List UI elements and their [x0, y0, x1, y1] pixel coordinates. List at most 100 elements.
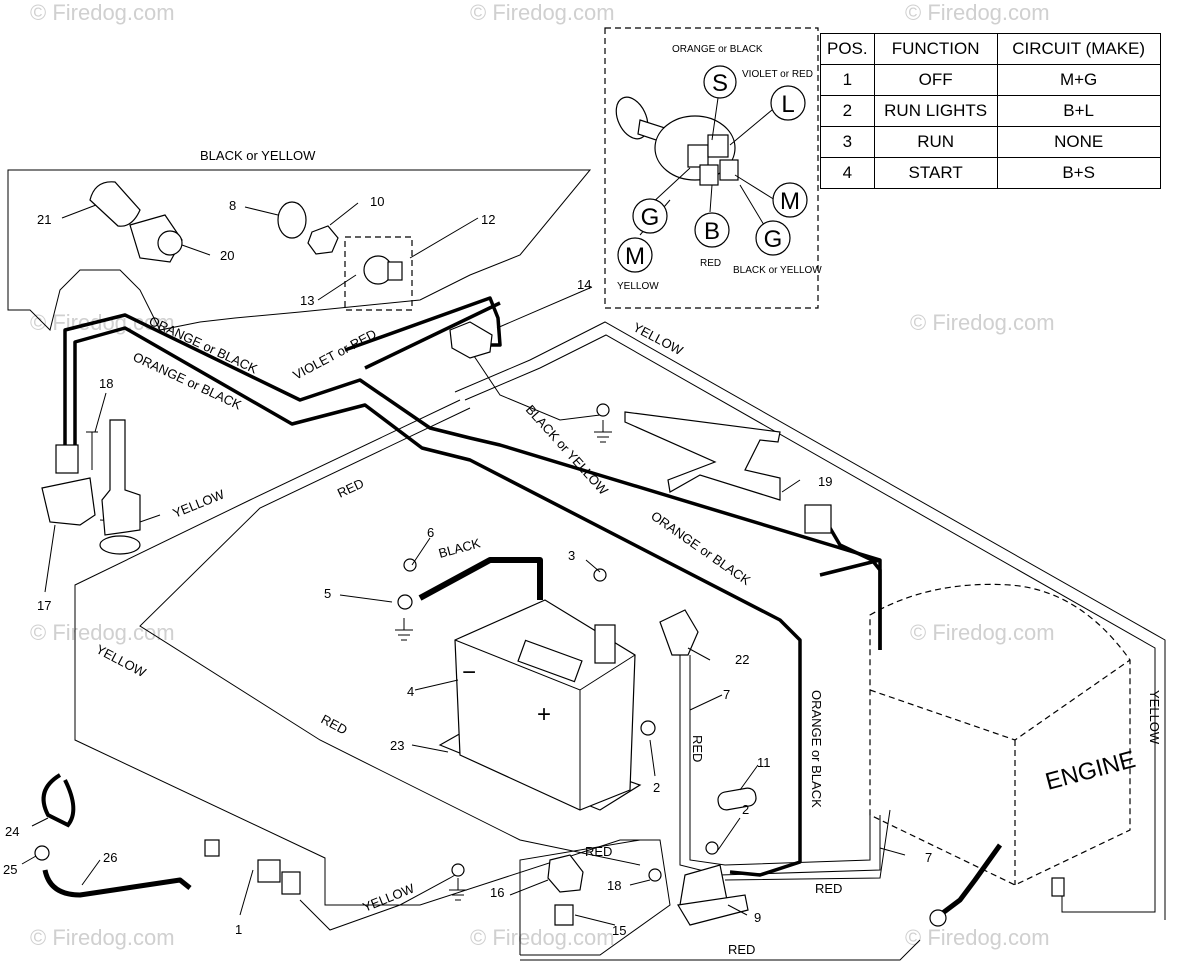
clamp-25-icon: [34, 845, 50, 861]
part-number: 3: [568, 548, 575, 563]
caption-red: RED: [700, 258, 721, 269]
key-switch-lug: [387, 261, 403, 281]
terminal-m: [617, 237, 653, 273]
header-circuit: CIRCUIT (MAKE): [996, 33, 1161, 65]
part-number: 12: [481, 212, 495, 227]
part-number: 5: [324, 586, 331, 601]
post-base: [99, 535, 141, 555]
switch-lug: [719, 159, 739, 181]
wire-label: YELLOW: [94, 641, 150, 680]
part-number: 17: [37, 598, 51, 613]
terminal-b: [694, 212, 730, 248]
wire-label: BLACK or YELLOW: [523, 402, 612, 498]
part-number: 8: [229, 198, 236, 213]
part-number: 7: [723, 687, 730, 702]
terminal-l-label: L: [781, 91, 794, 118]
connector-1b-icon: [281, 871, 301, 895]
caption-orange-black: ORANGE or BLACK: [672, 44, 763, 55]
header-pos: POS.: [820, 33, 875, 65]
ground-icon: [395, 618, 413, 641]
ring-terminal-icon: [705, 841, 719, 855]
part-number: 20: [220, 248, 234, 263]
harness-outlines: [7, 169, 1166, 961]
wire-label: YELLOW: [361, 880, 418, 914]
wire-label: RED: [585, 844, 612, 859]
wire-red-left-inner: [139, 407, 641, 866]
parts: − + ENGINE: [34, 181, 1138, 927]
switch-lug: [699, 164, 719, 186]
cell-function: START: [873, 157, 998, 189]
part-number: 15: [612, 923, 626, 938]
hose-26-icon: [42, 869, 192, 898]
part-number: 18: [99, 376, 113, 391]
watermark: © Firedog.com: [470, 0, 615, 25]
terminal-l: [770, 85, 806, 121]
wire-label: ORANGE or BLACK: [809, 690, 824, 808]
part-number: 2: [653, 780, 660, 795]
nut-icon: [307, 225, 339, 255]
wire-label: RED: [319, 711, 350, 737]
part-leaders: [21, 202, 906, 926]
part-number: 24: [5, 824, 19, 839]
caption-yellow: YELLOW: [617, 281, 659, 292]
wire-orange-black-inner: [73, 326, 802, 877]
cell-pos: 4: [820, 157, 875, 189]
plate-bracket-icon: [624, 411, 781, 501]
cell-circuit: NONE: [996, 126, 1161, 158]
part-number: 6: [427, 525, 434, 540]
wire-yellow-main-inner: [464, 334, 1156, 913]
wire-label: YELLOW: [1147, 690, 1162, 745]
part-number: 23: [390, 738, 404, 753]
ground-icon: [594, 420, 612, 443]
wire-violet-red-2: [364, 301, 501, 370]
key-switch-frame: [344, 236, 413, 311]
ring-terminal-icon: [648, 868, 662, 882]
watermark: © Firedog.com: [30, 0, 175, 25]
terminal-m-label: M: [780, 188, 800, 215]
wire-red-bottom: [519, 839, 921, 961]
battery-box-icon: [454, 599, 636, 811]
watermark: © Firedog.com: [905, 0, 1050, 25]
terminal-m: [772, 182, 808, 218]
wire-black-battery: [418, 557, 543, 601]
connector-block-icon: [55, 444, 79, 474]
ring-terminal-icon: [596, 403, 610, 417]
wire-label: BLACK: [437, 535, 482, 561]
connector-1c-icon: [204, 839, 220, 857]
part-number: 2: [742, 802, 749, 817]
table-row: 3 RUN NONE: [820, 126, 1161, 158]
cable-boot-icon: [659, 609, 699, 656]
table-row: 4 START B+S: [820, 157, 1161, 189]
wire-engine-lead: [938, 843, 1003, 917]
wire-orange-black-outer: [63, 313, 882, 650]
part-number: 10: [370, 194, 384, 209]
part-number: 13: [300, 293, 314, 308]
part-number: 1: [235, 922, 242, 937]
screw-icon: [86, 431, 98, 470]
clip-15-icon: [554, 904, 574, 926]
watermark: © Firedog.com: [910, 310, 1055, 335]
switch-detail: S L G B M M G ORANGE or BLACK VIOLET or …: [604, 27, 822, 309]
connector-icon: [449, 321, 493, 359]
part-number: 7: [925, 850, 932, 865]
wire-label: VIOLET or RED: [290, 326, 378, 383]
part-number: 4: [407, 684, 414, 699]
engine-spark-lead: [929, 909, 947, 927]
switch-lug: [707, 134, 729, 158]
caption-violet-red: VIOLET or RED: [742, 69, 813, 80]
switch-lug: [687, 144, 709, 168]
watermark: © Firedog.com: [30, 925, 175, 950]
switch-function-table: POS. FUNCTION CIRCUIT (MAKE) 1 OFF M+G 2…: [820, 33, 1161, 189]
cell-pos: 1: [820, 64, 875, 96]
part-number: 19: [818, 474, 832, 489]
battery-cap: [517, 639, 583, 683]
table-header-row: POS. FUNCTION CIRCUIT (MAKE): [820, 33, 1161, 65]
table-row: 2 RUN LIGHTS B+L: [820, 95, 1161, 127]
battery-minus: −: [462, 659, 476, 686]
terminal-m-label: M: [625, 243, 645, 270]
cell-function: RUN: [873, 126, 998, 158]
terminal-b-label: B: [704, 218, 720, 245]
part-number: 21: [37, 212, 51, 227]
terminal-s: [703, 65, 737, 99]
